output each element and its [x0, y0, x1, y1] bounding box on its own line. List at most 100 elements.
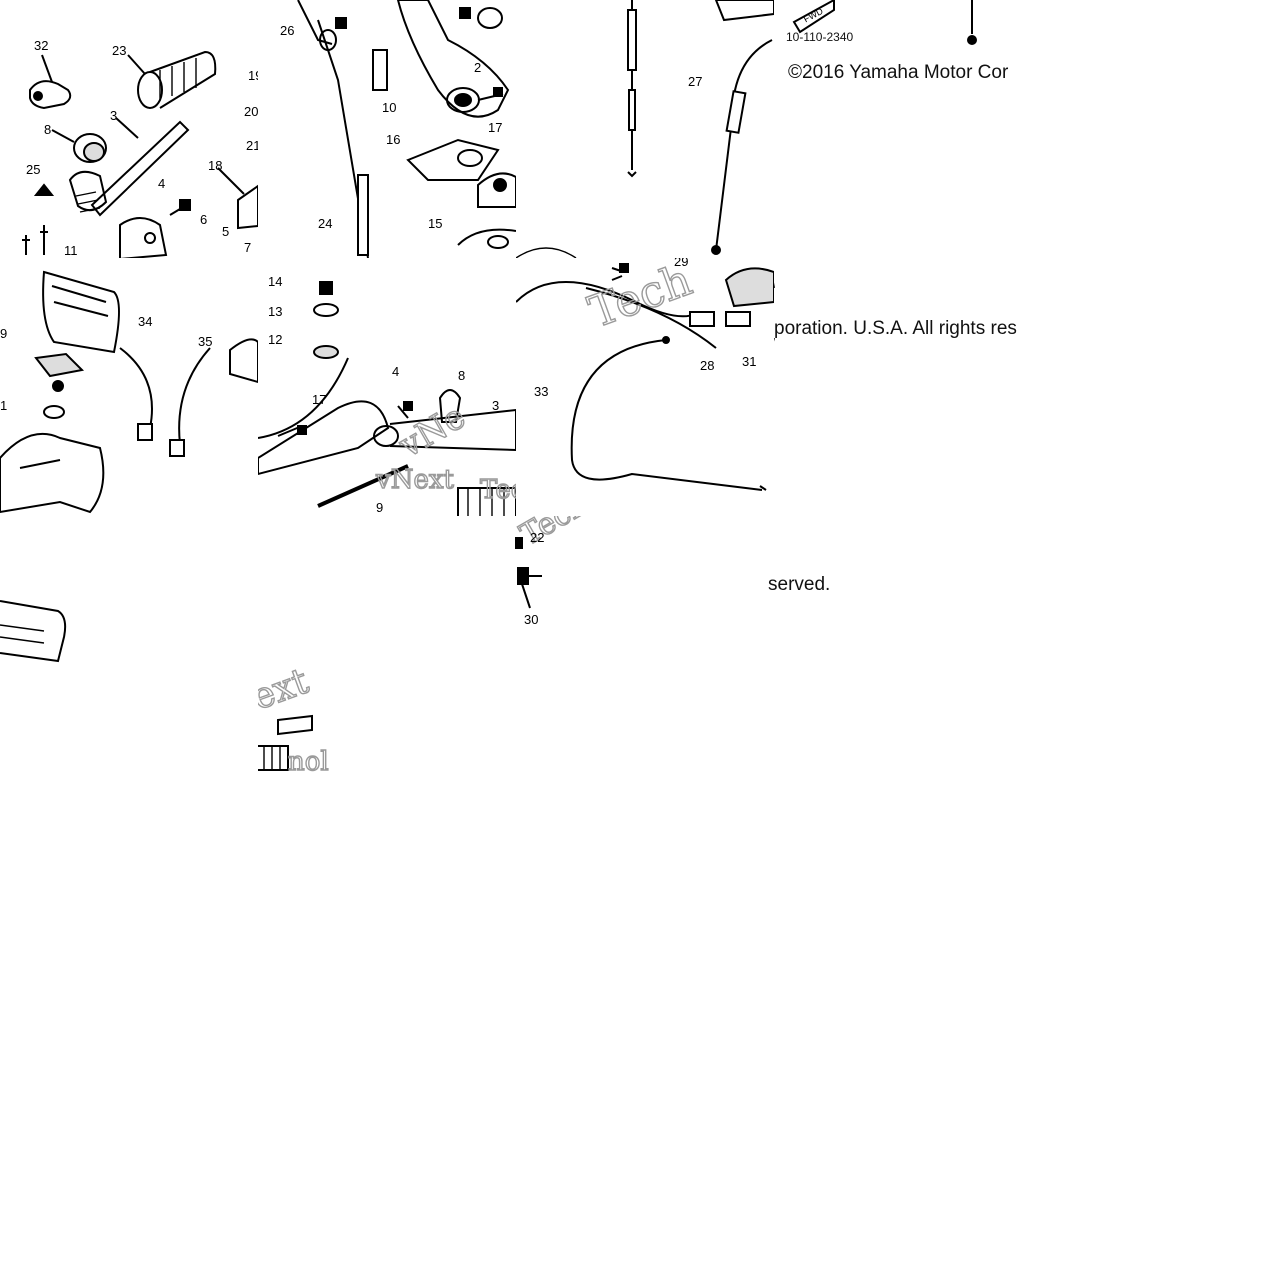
callout-7: 7	[244, 240, 251, 255]
cable-part	[297, 0, 369, 258]
callout-20: 20	[244, 104, 258, 119]
lever-part	[258, 357, 390, 476]
diagram-tile-handlebar: 32 23 3 8 25 4 6 5 7 11 18 19 20 21	[0, 0, 258, 258]
copyright-line-3: served.	[768, 574, 831, 595]
callout-29: 29	[674, 258, 688, 269]
handlebar-drawing: 32 23 3 8 25 4 6 5 7 11 18 19 20 21	[22, 38, 258, 258]
collar-part	[51, 129, 107, 163]
throttle-grip-part	[127, 50, 217, 109]
callout-13: 13	[268, 304, 282, 319]
watermark-text: Tech	[582, 258, 698, 338]
grip-part	[317, 389, 516, 516]
bracket-plate-part	[372, 49, 500, 181]
callout-1: 1	[0, 398, 7, 413]
screw-part	[335, 7, 504, 101]
housing-fragment-drawing	[0, 600, 67, 663]
cable-part	[627, 0, 773, 255]
callout-32: 32	[34, 38, 48, 53]
callout-15: 15	[428, 216, 442, 231]
callout-3b: 3	[492, 398, 499, 413]
cable-part	[516, 263, 751, 349]
fwd-drawing: FWD	[792, 0, 977, 45]
clamp-part	[0, 352, 105, 514]
diagram-code: 10-110-2340	[786, 30, 854, 44]
callout-8: 8	[44, 122, 51, 137]
lever-part	[396, 0, 510, 118]
callout-26: 26	[280, 23, 294, 38]
callout-19: 19	[248, 68, 258, 83]
bracket-part	[217, 167, 258, 230]
screw-fragment-drawing: Techno 22 30	[514, 516, 593, 627]
cable-part-long	[570, 336, 767, 491]
callout-12: 12	[268, 332, 282, 347]
callout-30: 30	[524, 612, 538, 627]
callout-34: 34	[138, 314, 152, 329]
copyright-line-1: ©2016 Yamaha Motor Cor	[788, 62, 1009, 83]
callout-14: 14	[268, 274, 282, 289]
fwd-tag-part	[792, 0, 977, 45]
cables-bottom-drawing: Tech 29 28 31 33	[516, 258, 774, 491]
callout-11: 11	[64, 243, 78, 258]
callout-9b: 9	[376, 500, 383, 515]
screw-part	[515, 537, 542, 609]
callout-10: 10	[382, 100, 396, 115]
mirror-part-right	[169, 338, 258, 457]
bolt-part	[169, 199, 191, 216]
fastener-stack-part	[313, 281, 339, 359]
mirror-part	[42, 270, 153, 441]
callout-31: 31	[742, 354, 756, 369]
diagram-tile-lever: 26 2 10 16 17 24 15	[258, 0, 516, 258]
callout-24: 24	[318, 216, 332, 231]
callout-3: 3	[110, 108, 117, 123]
callout-23: 23	[112, 43, 126, 58]
watermark-text: Techno	[515, 516, 593, 553]
callout-18: 18	[208, 158, 222, 173]
callout-22: 22	[530, 530, 544, 545]
callout-5: 5	[222, 224, 229, 239]
callout-8b: 8	[458, 368, 465, 383]
fwd-label: FWD	[802, 6, 825, 25]
lever-drawing: 26 2 10 16 17 24 15	[280, 0, 516, 258]
cables-top-drawing: 27	[516, 0, 774, 258]
diagram-tile-mirror: 34 35 9 1	[0, 258, 258, 516]
switch-drawing	[774, 282, 775, 342]
diagram-tile-cables-top: 27	[516, 0, 774, 258]
watermark-text: Tech	[480, 475, 516, 505]
callout-17: 17	[488, 120, 502, 135]
callout-2: 2	[474, 60, 481, 75]
watermark-text: nol	[288, 747, 329, 775]
callout-4: 4	[158, 176, 165, 191]
watermark-text: vNext	[375, 465, 454, 495]
diagram-tile-fragment-left	[0, 595, 70, 667]
lever-assembly-drawing: 14 13 12 4 8 3 17 9 vNext vNe Tech	[258, 274, 516, 516]
grip-fragment-drawing: ext nol	[258, 660, 329, 775]
callout-28: 28	[700, 358, 714, 373]
screw-part	[22, 183, 55, 255]
callout-21: 21	[246, 138, 258, 153]
bar-part	[277, 714, 313, 736]
grip-part	[258, 745, 289, 771]
callout-25: 25	[26, 162, 40, 177]
diagram-tile-header-info: FWD 10-110-2340 ©2016 Yamaha Motor Cor	[774, 0, 1032, 90]
diagram-tile-lever-assembly: 14 13 12 4 8 3 17 9 vNext vNe Tech	[258, 258, 516, 516]
diagram-tile-fragment-right: Techno 22 30	[508, 516, 592, 634]
watermark-outline: Tech	[582, 258, 699, 339]
copyright-line-2: poration. U.S.A. All rights res	[774, 318, 1017, 339]
watermark-text: ext	[258, 661, 314, 719]
switch-part	[724, 267, 774, 308]
callout-33: 33	[534, 384, 548, 399]
housing-part	[0, 600, 67, 663]
callout-9: 9	[0, 326, 7, 341]
clamp-part	[29, 54, 72, 110]
callout-27: 27	[688, 74, 702, 89]
switch-housing-part	[457, 172, 516, 249]
callout-6: 6	[200, 212, 207, 227]
callout-16: 16	[386, 132, 400, 147]
guide-part	[714, 0, 774, 22]
callout-35: 35	[198, 334, 212, 349]
holder-part	[119, 217, 168, 258]
diagram-tile-cables-bottom: Tech 29 28 31 33	[516, 258, 774, 516]
mirror-drawing: 34 35 9 1	[0, 270, 258, 514]
handlebar-part	[68, 117, 190, 217]
diagram-tile-fragment-middle: ext nol	[258, 660, 336, 775]
